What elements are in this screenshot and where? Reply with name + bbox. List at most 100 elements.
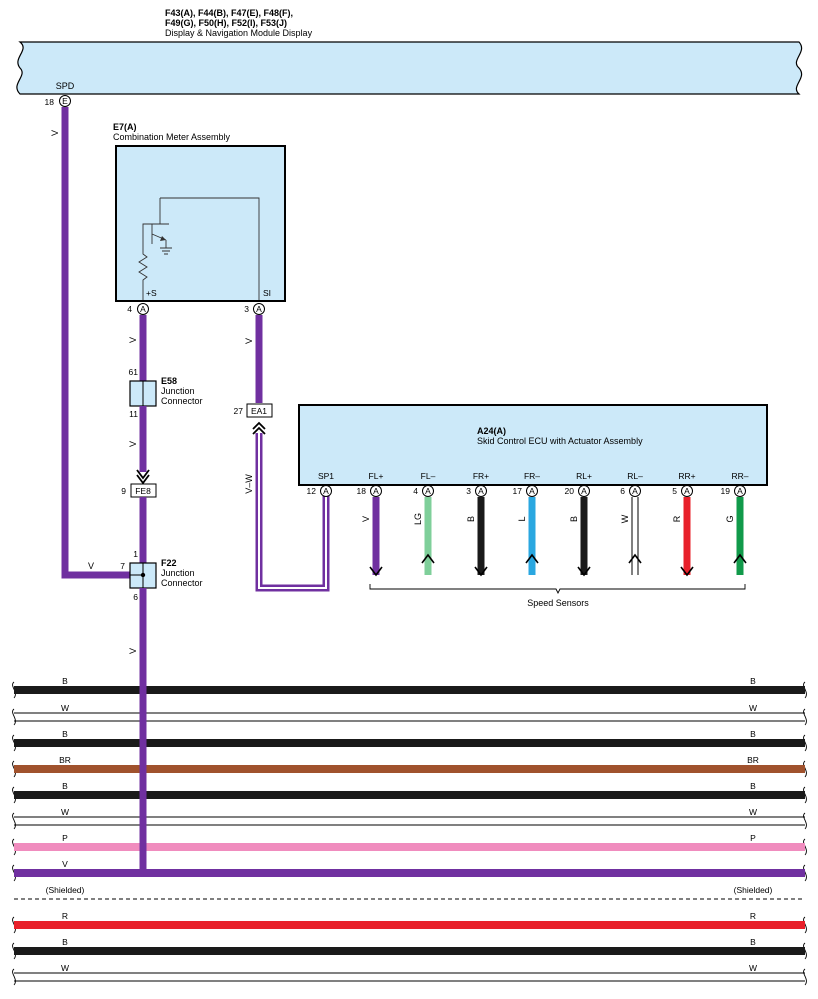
- f22-splice-dot: [140, 572, 146, 578]
- ea1-pin-number: 27: [234, 406, 244, 416]
- f22-label-1: Junction: [161, 568, 195, 578]
- ecu-pin-circle-8: [734, 485, 746, 497]
- bus-label-right-4: B: [750, 781, 756, 791]
- ecu-pin-letter-6: A: [632, 486, 638, 496]
- meter-pin-si-letter: A: [256, 304, 262, 314]
- bus-break-left-10: [12, 968, 16, 986]
- display-module-name: Display & Navigation Module Display: [165, 28, 313, 38]
- ecu-pin-number-1: 18: [357, 486, 367, 496]
- bus-label-left-6: P: [62, 833, 68, 843]
- speed-sensors-label: Speed Sensors: [527, 598, 589, 608]
- wire-e58-out-color: V: [128, 441, 138, 447]
- wire-f22-out-color: V: [128, 648, 138, 654]
- ea1-arrow-icon: [252, 421, 266, 435]
- sensor-wire-color-3: B: [466, 516, 476, 522]
- bus-break-right-1: [803, 708, 807, 726]
- bus-break-right-5: [803, 812, 807, 830]
- spd-pin-number: 18: [45, 97, 55, 107]
- bus-label-left-5: W: [61, 807, 69, 817]
- e58-label-2: Connector: [161, 396, 203, 406]
- ecu-pin-number-6: 6: [620, 486, 625, 496]
- spd-pin-label: SPD: [56, 81, 75, 91]
- ecu-pin-letter-1: A: [373, 486, 379, 496]
- ecu-pin-circle-5: [578, 485, 590, 497]
- bus-label-right-3: BR: [747, 755, 759, 765]
- wire-ea1-white-stripe: [258, 433, 327, 589]
- ea1-box: [246, 403, 273, 418]
- sensor-wire-color-8: G: [725, 515, 735, 522]
- ecu-pin-circle-3: [475, 485, 487, 497]
- ea1-label: EA1: [251, 406, 267, 416]
- sensor-arrow-down-icon-1: [369, 566, 383, 577]
- bus-label-left-1: W: [61, 703, 69, 713]
- fe8-pin-number: 9: [121, 486, 126, 496]
- speed-sensors-bracket: [369, 584, 746, 595]
- f22-junction-connector: 1 7 6 F22 Junction Connector: [120, 549, 202, 602]
- bus-label-right-2: B: [750, 729, 756, 739]
- combination-meter: E7(A) Combination Meter Assembly +S SI 4…: [113, 122, 286, 315]
- f22-label-2: Connector: [161, 578, 203, 588]
- bus-label-left-7: V: [62, 859, 68, 869]
- ecu-pin-number-4: 17: [513, 486, 523, 496]
- ecu-pin-letter-2: A: [425, 486, 431, 496]
- ecu-pin-label-7: RR+: [678, 471, 695, 481]
- display-module-ids-2: F49(G), F50(H), F52(I), F53(J): [165, 18, 287, 28]
- sensor-arrow-down-icon-5: [577, 566, 591, 577]
- sensor-arrow-down-icon-7: [680, 566, 694, 577]
- bus-label-left-0: B: [62, 676, 68, 686]
- ecu-id: A24(A): [477, 426, 506, 436]
- ecu-pin-letter-8: A: [737, 486, 743, 496]
- meter-name: Combination Meter Assembly: [113, 132, 231, 142]
- bus-break-left-5: [12, 812, 16, 830]
- ecu-pin-number-8: 19: [721, 486, 731, 496]
- wire-meter-si-color: V: [244, 338, 254, 344]
- bus-label-left-4: B: [62, 781, 68, 791]
- bus-label-right-5: W: [749, 807, 757, 817]
- bus-break-right-10: [803, 968, 807, 986]
- ecu-box: [298, 404, 768, 486]
- e58-id: E58: [161, 376, 177, 386]
- ecu-pin-label-1: FL+: [369, 471, 384, 481]
- ecu-pin-number-5: 20: [565, 486, 575, 496]
- ecu-pin-number-3: 3: [466, 486, 471, 496]
- ecu-pin-label-4: FR–: [524, 471, 540, 481]
- sensor-wire-color-4: L: [517, 516, 527, 521]
- ecu-pin-label-3: FR+: [473, 471, 489, 481]
- ecu-pin-number-0: 12: [307, 486, 317, 496]
- ecu-pin-label-0: SP1: [318, 471, 334, 481]
- display-module-ids-1: F43(A), F44(B), F47(E), F48(F),: [165, 8, 293, 18]
- bus-label-right-9: B: [750, 937, 756, 947]
- sensor-arrow-up-icon-8: [733, 553, 747, 564]
- bus-label-left-3: BR: [59, 755, 71, 765]
- ecu-pin-letter-3: A: [478, 486, 484, 496]
- shielded-label-right: (Shielded): [734, 885, 773, 895]
- ecu-pin-circle-4: [526, 485, 538, 497]
- bus-label-right-6: P: [750, 833, 756, 843]
- ecu-pin-circle-2: [422, 485, 434, 497]
- ecu-pin-circle-1: [370, 485, 382, 497]
- meter-pin-si-label: SI: [263, 288, 271, 298]
- e58-label-1: Junction: [161, 386, 195, 396]
- bus-label-right-8: R: [750, 911, 756, 921]
- meter-pin-si-number: 3: [244, 304, 249, 314]
- meter-internal-circuit: [138, 197, 260, 300]
- bus-label-left-8: R: [62, 911, 68, 921]
- bus-label-right-1: W: [749, 703, 757, 713]
- wire-spd: [61, 107, 134, 579]
- bus-label-left-10: W: [61, 963, 69, 973]
- wire-spd-f22-color: V: [88, 561, 94, 571]
- bus-break-left-1: [12, 708, 16, 726]
- ecu-pin-label-8: RR–: [731, 471, 748, 481]
- sensor-arrow-up-icon-4: [525, 553, 539, 564]
- display-module: F43(A), F44(B), F47(E), F48(F), F49(G), …: [16, 8, 803, 107]
- meter-pin-s-label: +S: [146, 288, 157, 298]
- bus-label-right-10: W: [749, 963, 757, 973]
- ecu-pin-label-6: RL–: [627, 471, 643, 481]
- wire-spd-color: V: [50, 130, 60, 136]
- wire-f22-out: [14, 588, 147, 877]
- e58-pin-top: 61: [129, 367, 139, 377]
- f22-pin-left: 7: [120, 561, 125, 571]
- ecu-pin-letter-5: A: [581, 486, 587, 496]
